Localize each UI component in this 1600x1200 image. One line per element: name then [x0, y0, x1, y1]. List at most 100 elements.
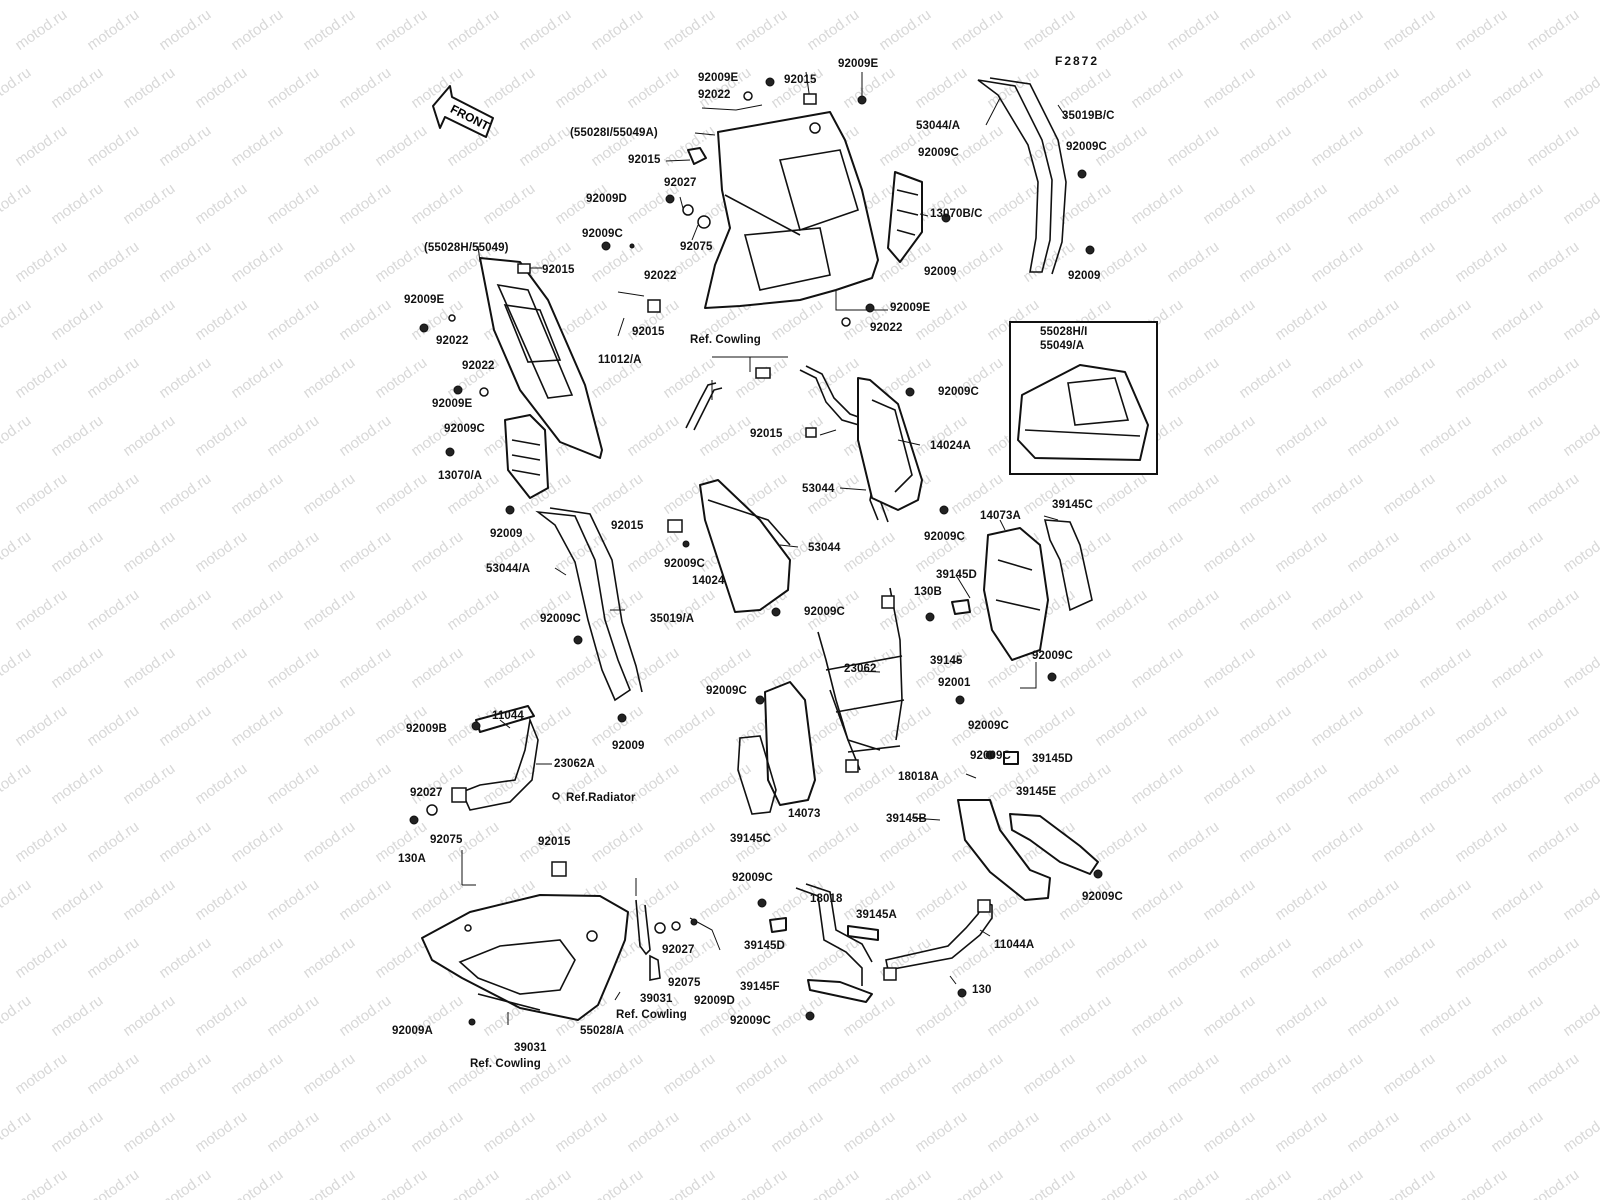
inset-box	[1009, 321, 1158, 475]
part-label: 92009C	[938, 386, 979, 398]
part-label: 92009C	[1032, 650, 1073, 662]
inset-label-2: 55049/A	[1040, 340, 1085, 352]
part-label: 92009C	[540, 613, 581, 625]
part-label: 39145C	[730, 833, 771, 845]
part-label: 39145B	[886, 813, 927, 825]
part-label: Ref. Cowling	[470, 1058, 541, 1070]
part-label: 11044A	[994, 939, 1035, 951]
part-label: 23062	[844, 663, 877, 675]
part-label: (55028I/55049A)	[570, 127, 658, 139]
part-label: 39145F	[740, 981, 780, 993]
part-label: 92009	[1068, 270, 1101, 282]
part-label: 92009	[924, 266, 957, 278]
bracket-11044a	[883, 899, 993, 981]
part-label: 92009E	[432, 398, 473, 410]
part-label: 14073A	[980, 510, 1021, 522]
inset-label-1: 55028H/I	[1040, 326, 1088, 338]
panel-14024a	[857, 377, 923, 511]
figure-code: F2872	[1055, 54, 1100, 68]
part-label: 92009C	[444, 423, 485, 435]
part-label: 130B	[914, 586, 942, 598]
part-label: 92009A	[392, 1025, 433, 1037]
part-label: 13070B/C	[930, 208, 983, 220]
bracket-13070bc	[887, 171, 923, 263]
part-label: 92009C	[582, 228, 623, 240]
part-label: 92015	[750, 428, 783, 440]
part-label: 92009B	[406, 723, 447, 735]
fasteners	[409, 77, 1103, 1026]
part-label: 14073	[788, 808, 821, 820]
trim-strip-upper-right	[977, 77, 1067, 275]
part-label: 92009	[490, 528, 523, 540]
part-label: 92015	[542, 264, 575, 276]
part-label: 92009C	[1066, 141, 1107, 153]
part-label: 92022	[462, 360, 495, 372]
part-label: Ref. Cowling	[690, 334, 761, 346]
part-label: 92009	[612, 740, 645, 752]
strip-39031	[635, 899, 661, 981]
part-label: 92015	[784, 74, 817, 86]
duct-39145b	[957, 799, 1099, 901]
part-label: 92009D	[586, 193, 627, 205]
part-label: 92009C	[730, 1015, 771, 1027]
part-label: 92009C	[970, 750, 1011, 762]
part-label: 35019/A	[650, 613, 695, 625]
bracket-23062a	[451, 705, 539, 811]
bracket-13070a	[504, 414, 549, 499]
part-label: 13070/A	[438, 470, 483, 482]
panel-14024	[699, 479, 791, 613]
part-label: 39031	[514, 1042, 547, 1054]
part-label: 92075	[680, 241, 713, 253]
part-label: 130	[972, 984, 992, 996]
part-label: 92009E	[698, 72, 739, 84]
part-label: (55028H/55049)	[424, 242, 509, 254]
part-label: 92022	[870, 322, 903, 334]
part-label: 53044/A	[916, 120, 961, 132]
part-label: 23062A	[554, 758, 595, 770]
part-label: 92009C	[924, 531, 965, 543]
part-label: 92015	[538, 836, 571, 848]
part-label: 92009E	[838, 58, 879, 70]
part-label: 92009C	[732, 872, 773, 884]
part-label: 92009C	[1082, 891, 1123, 903]
part-label: 92009C	[968, 720, 1009, 732]
part-label: 92009C	[804, 606, 845, 618]
part-label: 92009C	[918, 147, 959, 159]
part-label: 92022	[698, 89, 731, 101]
part-label: 92009D	[694, 995, 735, 1007]
part-label: 92022	[644, 270, 677, 282]
part-label: 55028/A	[580, 1025, 625, 1037]
part-label: 39145D	[936, 569, 977, 581]
part-label: 53044	[808, 542, 841, 554]
part-label: 92027	[664, 177, 697, 189]
part-label: 39145E	[1016, 786, 1057, 798]
part-label: 92001	[938, 677, 971, 689]
part-label: 92015	[628, 154, 661, 166]
part-label: 14024A	[930, 440, 971, 452]
part-label: 39145	[930, 655, 963, 667]
part-label: 92075	[668, 977, 701, 989]
part-label: 53044/A	[486, 563, 531, 575]
left-middle-cowl	[479, 257, 603, 459]
upper-inner-cowl	[704, 111, 879, 309]
duct-14073a	[983, 519, 1093, 661]
part-label: 39145D	[744, 940, 785, 952]
part-label: 35019B/C	[1062, 110, 1115, 122]
trim-strip-left	[535, 507, 643, 702]
part-label: 39145C	[1052, 499, 1093, 511]
part-label: 130A	[398, 853, 426, 865]
part-label: 92009E	[404, 294, 445, 306]
lower-fairing	[421, 861, 629, 1021]
part-label: 92027	[410, 787, 443, 799]
part-label: 14024	[692, 575, 725, 587]
front-arrow: FRONT	[432, 85, 494, 138]
part-label: 92009C	[664, 558, 705, 570]
part-label: 39031	[640, 993, 673, 1005]
part-label: 53044	[802, 483, 835, 495]
part-label: 39145A	[856, 909, 897, 921]
part-label: Ref. Cowling	[616, 1009, 687, 1021]
part-label: 11044	[492, 710, 524, 722]
part-label: 92022	[436, 335, 469, 347]
